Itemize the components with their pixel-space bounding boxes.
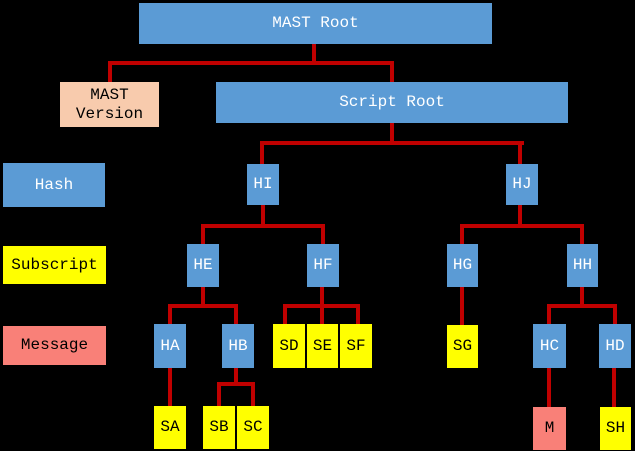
- connector: [390, 61, 394, 83]
- node-he: HE: [187, 244, 219, 287]
- connector: [201, 224, 205, 244]
- connector: [168, 304, 236, 308]
- connector: [261, 205, 265, 228]
- connector: [312, 44, 316, 65]
- node-hf: HF: [307, 244, 339, 287]
- connector: [321, 224, 325, 244]
- node-mast-root: MAST Root: [139, 3, 492, 44]
- node-hg: HG: [447, 244, 478, 287]
- connector: [580, 224, 584, 244]
- connector: [613, 304, 617, 324]
- connector: [460, 287, 464, 325]
- connector: [547, 304, 617, 308]
- connector: [260, 141, 264, 164]
- connector: [217, 382, 221, 406]
- connector: [108, 61, 112, 83]
- connector: [201, 224, 325, 228]
- connector: [108, 61, 394, 65]
- connector: [168, 368, 172, 406]
- connector: [356, 304, 360, 324]
- node-sg: SG: [447, 325, 478, 368]
- connector: [460, 224, 584, 228]
- node-sa: SA: [154, 406, 186, 449]
- node-sc: SC: [237, 406, 269, 449]
- connector: [518, 141, 522, 164]
- connector: [217, 382, 255, 386]
- node-hi: HI: [247, 164, 279, 205]
- legend-subscript: Subscript: [3, 246, 106, 284]
- connector: [234, 304, 238, 324]
- connector: [320, 287, 324, 308]
- node-hh: HH: [567, 244, 598, 287]
- connector: [612, 368, 616, 407]
- node-hc: HC: [533, 324, 566, 368]
- connector: [580, 287, 584, 308]
- node-sf: SF: [340, 324, 372, 368]
- node-sh: SH: [600, 407, 631, 450]
- connector: [234, 368, 238, 386]
- connector: [547, 368, 551, 407]
- node-sb: SB: [203, 406, 235, 449]
- node-ha: HA: [154, 324, 186, 368]
- connector: [251, 382, 255, 406]
- legend-hash: Hash: [3, 163, 105, 207]
- legend-message: Message: [3, 326, 106, 365]
- node-hj: HJ: [506, 164, 538, 205]
- connector: [547, 304, 551, 324]
- node-mast-version: MAST Version: [60, 82, 159, 127]
- connector: [460, 224, 464, 244]
- node-m: M: [533, 407, 566, 450]
- connector: [390, 123, 394, 145]
- node-script-root: Script Root: [216, 82, 568, 123]
- connector: [320, 304, 324, 324]
- connector: [260, 141, 524, 145]
- connector: [283, 304, 287, 324]
- node-hd: HD: [599, 324, 631, 368]
- node-sd: SD: [273, 324, 305, 368]
- connector: [168, 304, 172, 324]
- node-hb: HB: [222, 324, 254, 368]
- connector: [201, 287, 205, 308]
- node-se: SE: [307, 324, 338, 368]
- connector: [518, 205, 522, 228]
